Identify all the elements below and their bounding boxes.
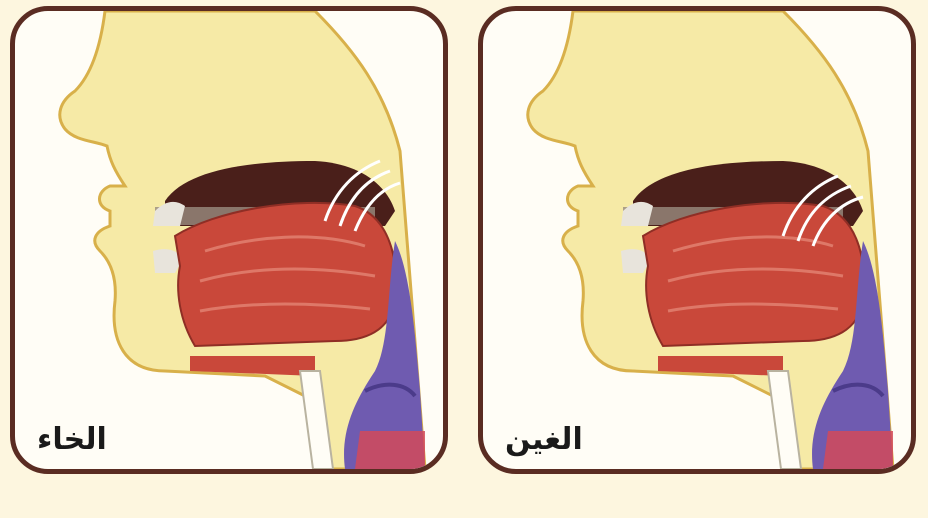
vocal-tract-kha-illustration bbox=[15, 11, 443, 469]
panel-ghayn: الغين bbox=[478, 6, 916, 474]
label-kha: الخاء bbox=[37, 422, 107, 457]
panel-kha: الخاء bbox=[10, 6, 448, 474]
vocal-tract-ghayn-illustration bbox=[483, 11, 911, 469]
label-ghayn: الغين bbox=[505, 422, 583, 457]
